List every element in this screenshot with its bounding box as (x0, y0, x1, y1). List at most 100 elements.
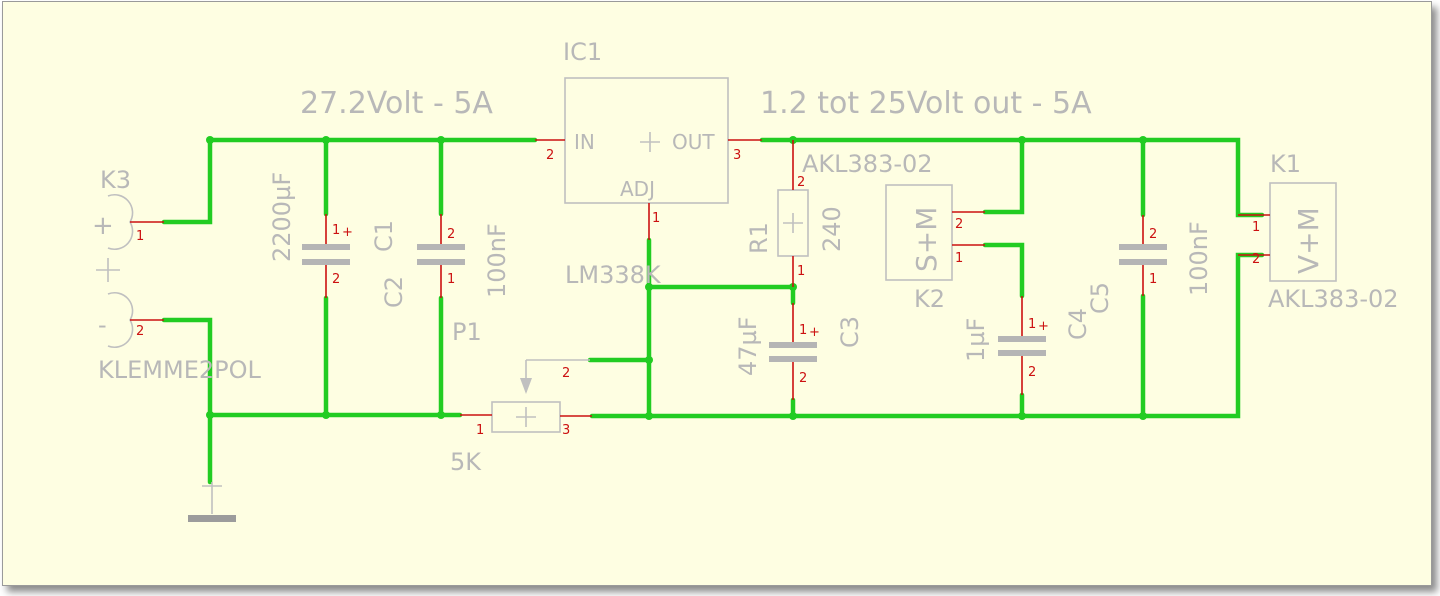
c2-capacitor[interactable]: 2 1 C2 100nF (380, 214, 511, 308)
p1-value: 5K (450, 448, 482, 476)
c5-ref: C5 (1086, 282, 1114, 314)
c3-pin2-number: 2 (799, 371, 807, 386)
r1-value: 240 (818, 206, 846, 252)
junction-dot (322, 136, 330, 144)
k1-body (1269, 182, 1337, 282)
p1-pin3-number: 3 (562, 423, 570, 438)
wire-bottom-right (589, 252, 1265, 419)
k2-ref: K2 (914, 285, 945, 313)
c2-ref: C2 (380, 276, 408, 308)
c3-pin1-number: 1 (799, 323, 807, 338)
ic1-pin-adj-number: 1 (652, 211, 660, 226)
ic1-origin-cross (640, 132, 660, 152)
c3-capacitor[interactable]: 1 + 2 47µF C3 (734, 303, 864, 400)
c4-value: 1µF (962, 318, 990, 362)
p1-origin-cross (516, 407, 536, 427)
ground-bar (188, 515, 236, 522)
k1-pin2-number: 2 (1252, 252, 1260, 267)
ic1-pin-adj-label: ADJ (620, 177, 655, 201)
ic1-ref: IC1 (563, 38, 602, 66)
wire-k2-pin1 (982, 242, 1025, 299)
p1-potentiometer[interactable]: P1 1 2 3 5K (450, 318, 592, 476)
c4-plate-top (998, 336, 1046, 342)
k3-pin2-number: 2 (136, 324, 144, 339)
c5-plate-bottom (1119, 259, 1167, 265)
p1-wiper-line (525, 359, 590, 392)
schematic-canvas (2, 1, 1432, 586)
k3-terminal-2-shape (107, 291, 134, 349)
junction-dot (437, 136, 445, 144)
r1-ref: R1 (745, 222, 773, 254)
junction-dot (645, 356, 653, 364)
junction-dot (1139, 136, 1147, 144)
k2-leads (952, 211, 985, 246)
ic1-regulator[interactable]: IC1 IN OUT ADJ 2 3 1 LM338K (535, 38, 762, 289)
c4-ref: C4 (1064, 308, 1092, 340)
c1-value: 2200µF (268, 172, 296, 262)
r1-pin2-number: 2 (797, 175, 805, 190)
c4-pin2-number: 2 (1028, 365, 1036, 380)
r1-pin1-number: 1 (797, 264, 805, 279)
junction-dot (789, 412, 797, 420)
k3-minus-sign: - (98, 311, 107, 339)
junction-dot (322, 411, 330, 419)
ic1-pin-out-number: 3 (733, 148, 741, 163)
c5-plate-top (1119, 244, 1167, 250)
c1-pin2-number: 2 (332, 272, 340, 287)
ic1-pin-in-label: IN (574, 130, 595, 154)
c1-plate-top (302, 244, 350, 250)
c3-plate-bottom (769, 356, 817, 362)
ic1-pin-out-label: OUT (672, 130, 715, 154)
k2-body (885, 184, 953, 281)
c1-capacitor[interactable]: 1 + 2 2200µF C1 (268, 172, 398, 298)
c3-value: 47µF (734, 316, 762, 376)
ic1-pin-in-number: 2 (546, 148, 554, 163)
k2-sense-connector[interactable]: S+M 2 1 K2 (885, 184, 985, 313)
p1-pin2-number: 2 (562, 366, 570, 381)
r1-resistor[interactable]: AKL383-02 2 1 R1 240 (745, 140, 933, 287)
ground-stem (202, 482, 222, 514)
junction-dot (1139, 412, 1147, 420)
ic1-value: LM338K (565, 261, 662, 289)
c4-polarity: + (1038, 319, 1049, 334)
output-voltage-label: 1.2 tot 25Volt out - 5A (760, 86, 1092, 121)
k2-pin1-number: 1 (955, 251, 963, 266)
r1-footprint: AKL383-02 (802, 150, 933, 178)
r1-origin-cross (783, 213, 803, 233)
c5-pin2-number: 2 (1149, 227, 1157, 242)
k1-ref: K1 (1270, 150, 1301, 178)
c2-plate-bottom (417, 259, 465, 265)
k3-ref: K3 (100, 166, 131, 194)
c2-plate-top (417, 244, 465, 250)
p1-ref: P1 (452, 318, 482, 346)
c4-capacitor[interactable]: 1 + 2 1µF C4 (962, 296, 1092, 395)
k2-symbol: S+M (910, 207, 943, 272)
junction-dot (1018, 136, 1026, 144)
junction-dot (437, 411, 445, 419)
k3-plus-sign: + (92, 211, 114, 241)
c2-pin1-number: 1 (447, 272, 455, 287)
p1-wiper-arrow (520, 378, 532, 394)
c3-ref: C3 (836, 316, 864, 348)
c5-capacitor[interactable]: 2 1 C5 100nF (1086, 215, 1213, 314)
wire-k2-pin2 (982, 137, 1025, 215)
k3-pin1-number: 1 (136, 229, 144, 244)
k1-output-connector[interactable]: K1 V+M 1 2 AKL383-02 (1238, 150, 1399, 313)
k2-pin2-number: 2 (955, 217, 963, 232)
k1-footprint: AKL383-02 (1268, 285, 1399, 313)
input-voltage-label: 27.2Volt - 5A (300, 86, 493, 121)
k3-input-terminal[interactable]: K3 + - 1 2 KLEMME2POL (92, 166, 261, 384)
ground-symbol (188, 482, 236, 522)
c4-plate-bottom (998, 350, 1046, 356)
junction-dot (1018, 412, 1026, 420)
wire-bottom-left (161, 317, 463, 418)
junction-dot (206, 136, 214, 144)
c4-pin1-number: 1 (1028, 317, 1036, 332)
wire-top-left (161, 137, 538, 225)
p1-pin1-number: 1 (476, 423, 484, 438)
c5-pin1-number: 1 (1149, 272, 1157, 287)
junction-dot (645, 412, 653, 420)
c1-ref: C1 (370, 220, 398, 252)
c3-polarity: + (809, 325, 820, 340)
